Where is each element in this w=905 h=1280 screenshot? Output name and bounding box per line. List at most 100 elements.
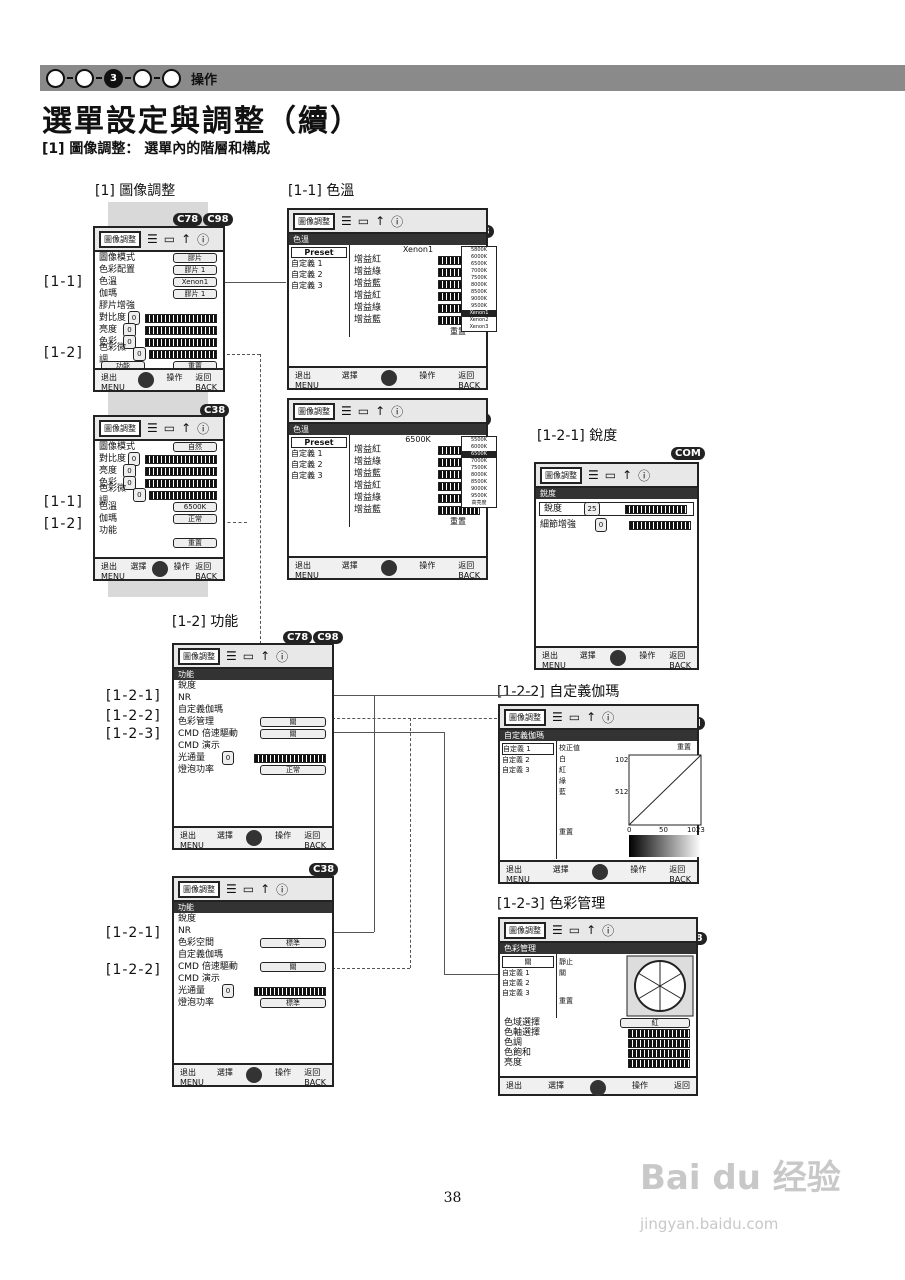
gamma-chip[interactable]: 紅: [559, 766, 566, 774]
menu-row[interactable]: 色軸選擇: [500, 1028, 696, 1038]
menu-row[interactable]: 色調: [500, 1038, 696, 1048]
tab-image-adjust[interactable]: 圖像調整: [293, 212, 335, 230]
tab-image-adjust[interactable]: 圖像調整: [540, 466, 582, 484]
reset-button[interactable]: 重置: [559, 828, 573, 836]
menu-row[interactable]: 色飽和: [500, 1048, 696, 1058]
reset-button[interactable]: 重置: [173, 538, 217, 548]
tab-image-adjust[interactable]: 圖像調整: [293, 402, 335, 420]
settings-icon: ☰: [552, 923, 563, 937]
gain-row[interactable]: 增益藍: [350, 504, 486, 516]
menu-row[interactable]: NR: [178, 693, 191, 703]
list-item[interactable]: 自定義 3: [502, 989, 530, 997]
tab-image-adjust[interactable]: 圖像調整: [99, 230, 141, 248]
list-item[interactable]: 自定義 2: [291, 270, 323, 279]
breadcrumb: 銳度: [536, 488, 697, 499]
tab-image-adjust[interactable]: 圖像調整: [504, 921, 546, 939]
color-temp-select[interactable]: 6500K: [405, 435, 431, 444]
badge-c38: C38: [200, 404, 230, 417]
list-item[interactable]: 自定義 3: [502, 766, 530, 774]
list-item[interactable]: 自定義 1: [291, 259, 323, 268]
preset-item[interactable]: Preset: [291, 437, 347, 448]
menu-row[interactable]: 燈泡功率正常: [174, 764, 332, 776]
menu-row[interactable]: 色域選擇紅: [500, 1018, 696, 1028]
step-4: [133, 68, 152, 88]
list-item[interactable]: 自定義 2: [291, 460, 323, 469]
gamma-chip[interactable]: 藍: [559, 788, 566, 796]
menu-row[interactable]: 銳度: [178, 914, 197, 924]
reset-button[interactable]: 重置: [559, 997, 573, 1005]
section-label: 操作: [191, 72, 218, 88]
list-item[interactable]: 自定義 1: [291, 449, 323, 458]
menu-row[interactable]: 自定義伽瑪: [178, 950, 224, 960]
tab-image-adjust[interactable]: 圖像調整: [178, 880, 220, 898]
menu-row[interactable]: 圖像模式膠片: [95, 252, 223, 264]
tab-image-adjust[interactable]: 圖像調整: [504, 708, 546, 726]
still-button[interactable]: 靜止: [559, 958, 573, 966]
reset-button[interactable]: 重置: [450, 327, 466, 336]
badge-c38: C38: [309, 863, 339, 876]
menu-row[interactable]: 功能: [99, 526, 118, 536]
list-item[interactable]: 自定義 2: [502, 756, 530, 764]
list-item[interactable]: 自定義 2: [502, 979, 530, 987]
list-item[interactable]: 自定義 3: [291, 281, 323, 290]
menu-row[interactable]: 色彩管理關: [174, 716, 332, 728]
list-item[interactable]: 自定義 1: [502, 743, 554, 755]
off-button[interactable]: 關: [559, 969, 566, 977]
menu-row[interactable]: CMD 演示: [178, 741, 220, 751]
gamma-chip[interactable]: 白: [559, 755, 566, 763]
menu-row[interactable]: 色彩空間標準: [174, 937, 332, 949]
screen-icon: ▭: [568, 710, 581, 724]
menu-row[interactable]: 亮度: [500, 1058, 696, 1068]
step-3: 3: [104, 68, 123, 88]
callout-label: [1-2]: [44, 345, 83, 361]
list-item[interactable]: 自定義 1: [502, 969, 530, 977]
menu-row[interactable]: CMD 倍速驅動關: [174, 961, 332, 973]
connector: [222, 282, 286, 283]
list-item[interactable]: 關: [502, 956, 554, 968]
menu-row[interactable]: 伽瑪正常: [95, 513, 223, 525]
list-item[interactable]: 自定義 3: [291, 471, 323, 480]
menu-row[interactable]: NR: [178, 926, 191, 936]
menu-panel-color-temp: 圖像調整☰▭↑ⓘ 色溫 Preset 自定義 1 自定義 2 自定義 3 Xen…: [287, 208, 488, 390]
gamma-chip[interactable]: 綠: [559, 777, 566, 785]
menu-row[interactable]: 燈泡功率標準: [174, 997, 332, 1009]
menu-row[interactable]: CMD 演示: [178, 974, 220, 984]
page-subtitle: [1] 圖像調整： 選單內的階層和構成: [42, 141, 271, 157]
tab-image-adjust[interactable]: 圖像調整: [99, 419, 141, 437]
menu-row[interactable]: 自定義伽瑪: [178, 705, 224, 715]
menu-row[interactable]: 膠片增強: [99, 301, 136, 311]
tab-image-adjust[interactable]: 圖像調整: [178, 647, 220, 665]
menu-row[interactable]: CMD 倍速驅動關: [174, 728, 332, 740]
menu-row[interactable]: 圖像模式自然: [95, 441, 223, 453]
menu-row[interactable]: 伽瑪膠片 1: [95, 288, 223, 300]
reset-button[interactable]: 重置: [450, 517, 466, 526]
menu-row[interactable]: 銳度: [178, 681, 197, 691]
control-knob-icon: [380, 370, 397, 386]
control-knob-icon: [380, 560, 397, 576]
menu-row[interactable]: 重置: [95, 537, 223, 549]
menu-row[interactable]: 色彩配置膠片 1: [95, 264, 223, 276]
color-temp-select[interactable]: Xenon1: [402, 245, 434, 254]
breadcrumb: 色溫: [289, 234, 486, 245]
gamma-reset-button[interactable]: 重置: [677, 743, 691, 751]
watermark-url: jingyan.baidu.com: [640, 1215, 779, 1233]
breadcrumb: 功能: [174, 669, 332, 680]
preset-item[interactable]: Preset: [291, 247, 347, 258]
